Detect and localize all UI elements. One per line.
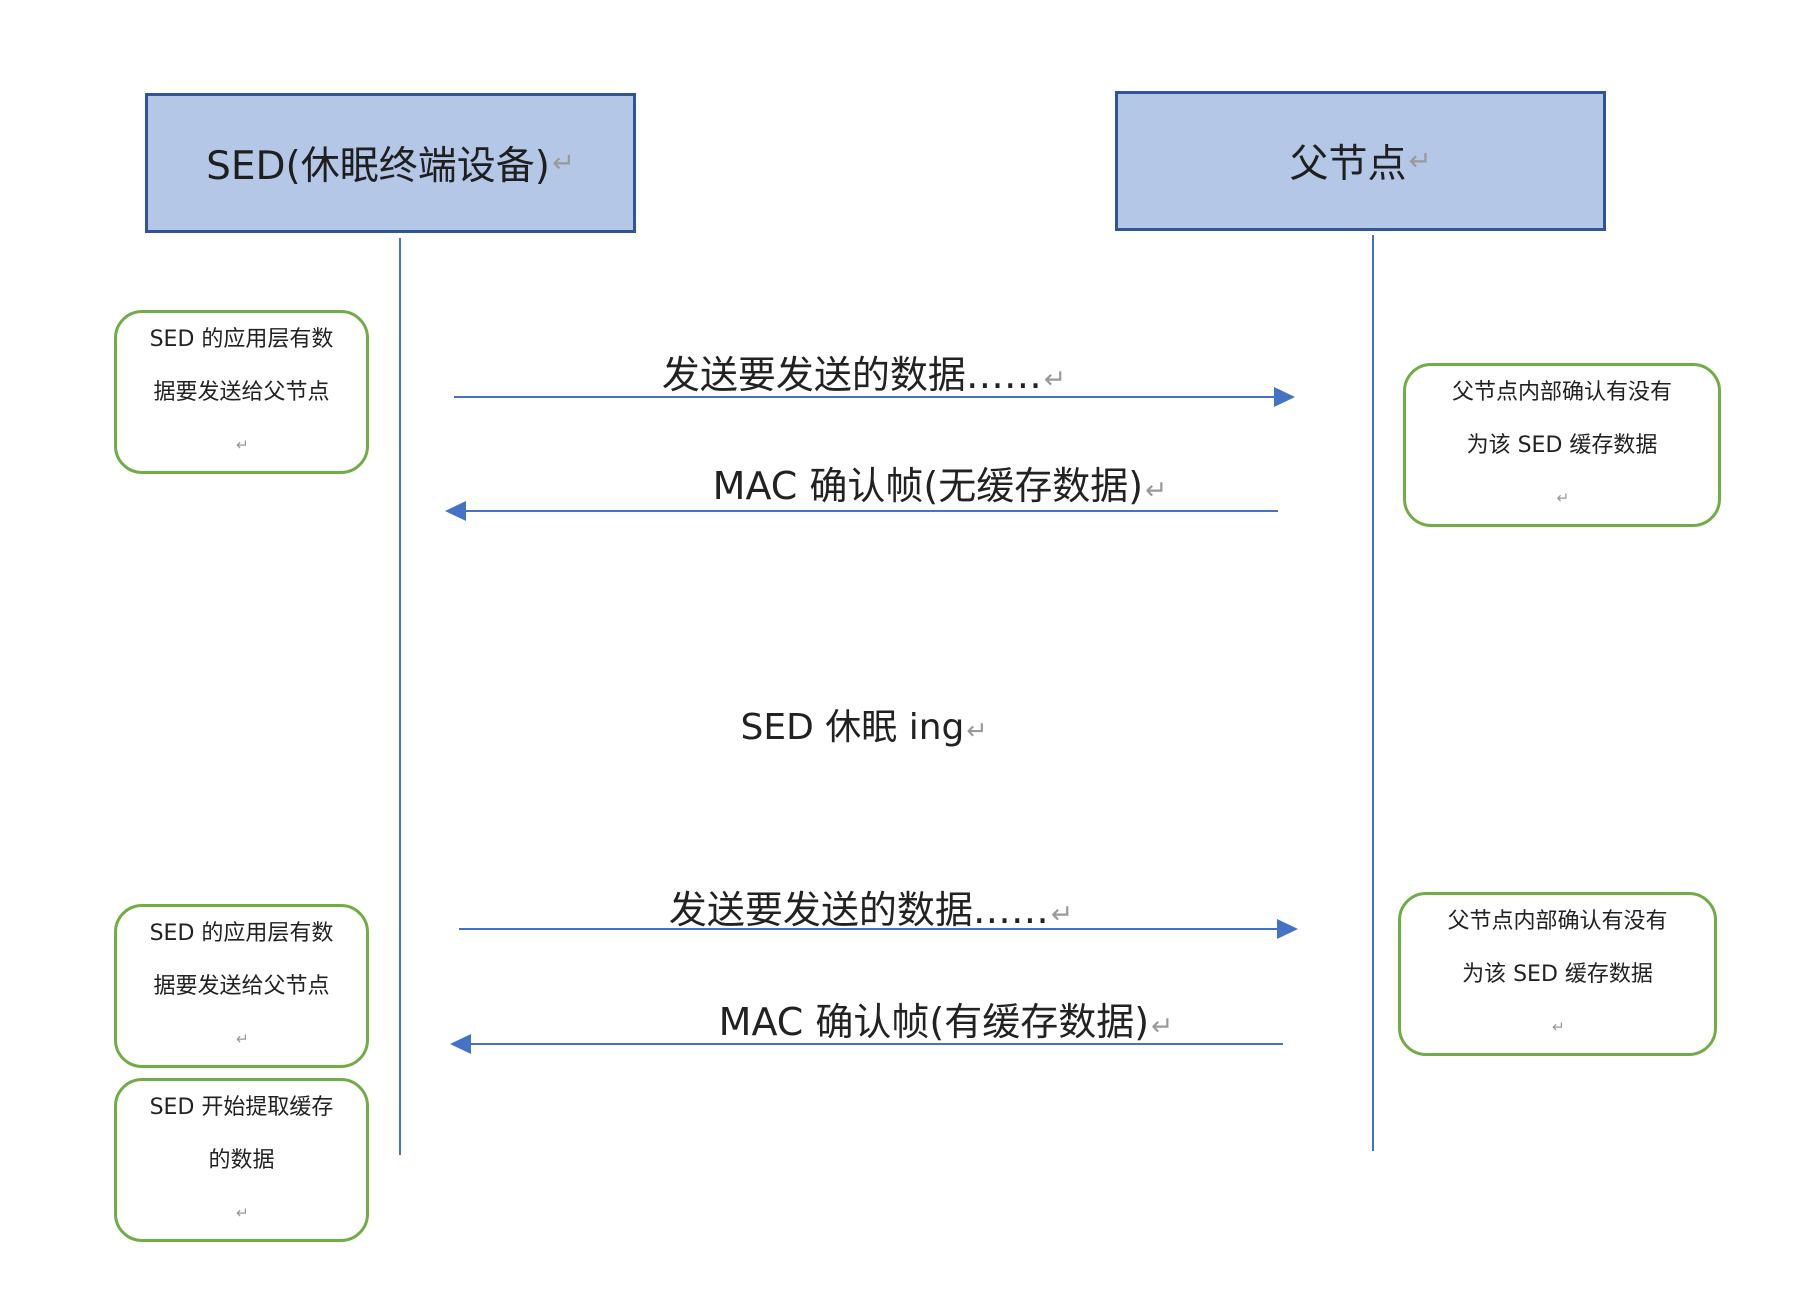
paragraph-mark-icon: ↵ bbox=[1556, 488, 1570, 507]
arrowhead-left-icon bbox=[450, 1034, 471, 1054]
paragraph-mark-icon: ↵ bbox=[1552, 1017, 1565, 1036]
participant-parent: 父节点↵ bbox=[1115, 91, 1606, 231]
sleep-state-label: SED 休眠 ing↵ bbox=[740, 707, 988, 748]
message-label-4: MAC 确认帧(有缓存数据)↵ bbox=[718, 1000, 1174, 1044]
lifeline-sed bbox=[399, 238, 401, 1155]
paragraph-mark-icon: ↵ bbox=[1151, 1011, 1174, 1042]
note-parent-2: 父节点内部确认有没有 为该 SED 缓存数据↵ bbox=[1398, 892, 1717, 1056]
paragraph-mark-icon: ↵ bbox=[1050, 899, 1074, 930]
arrowhead-right-icon bbox=[1277, 919, 1298, 939]
paragraph-mark-icon: ↵ bbox=[966, 716, 988, 745]
arrowhead-left-icon bbox=[445, 501, 466, 521]
note-sed-1: SED 的应用层有数 据要发送给父节点↵ bbox=[114, 310, 369, 474]
participant-sed-label: SED(休眠终端设备) bbox=[206, 144, 550, 189]
note-sed-2: SED 的应用层有数 据要发送给父节点↵ bbox=[114, 904, 369, 1068]
participant-sed: SED(休眠终端设备)↵ bbox=[145, 93, 636, 233]
message-label-2: MAC 确认帧(无缓存数据)↵ bbox=[712, 464, 1168, 508]
message-label-1: 发送要发送的数据……↵ bbox=[661, 353, 1067, 397]
paragraph-mark-icon: ↵ bbox=[1145, 475, 1168, 506]
message-label-3: 发送要发送的数据……↵ bbox=[668, 888, 1074, 932]
note-parent-1: 父节点内部确认有没有 为该 SED 缓存数据↵ bbox=[1403, 363, 1721, 527]
paragraph-mark-icon: ↵ bbox=[236, 435, 249, 454]
arrowhead-right-icon bbox=[1274, 387, 1295, 407]
lifeline-parent bbox=[1372, 235, 1374, 1151]
paragraph-mark-icon: ↵ bbox=[236, 1029, 249, 1048]
note-sed-3: SED 开始提取缓存 的数据↵ bbox=[114, 1078, 369, 1242]
paragraph-mark-icon: ↵ bbox=[1408, 145, 1432, 177]
participant-parent-label: 父节点 bbox=[1289, 142, 1407, 187]
paragraph-mark-icon: ↵ bbox=[1043, 364, 1067, 395]
paragraph-mark-icon: ↵ bbox=[551, 147, 575, 179]
paragraph-mark-icon: ↵ bbox=[236, 1203, 249, 1222]
